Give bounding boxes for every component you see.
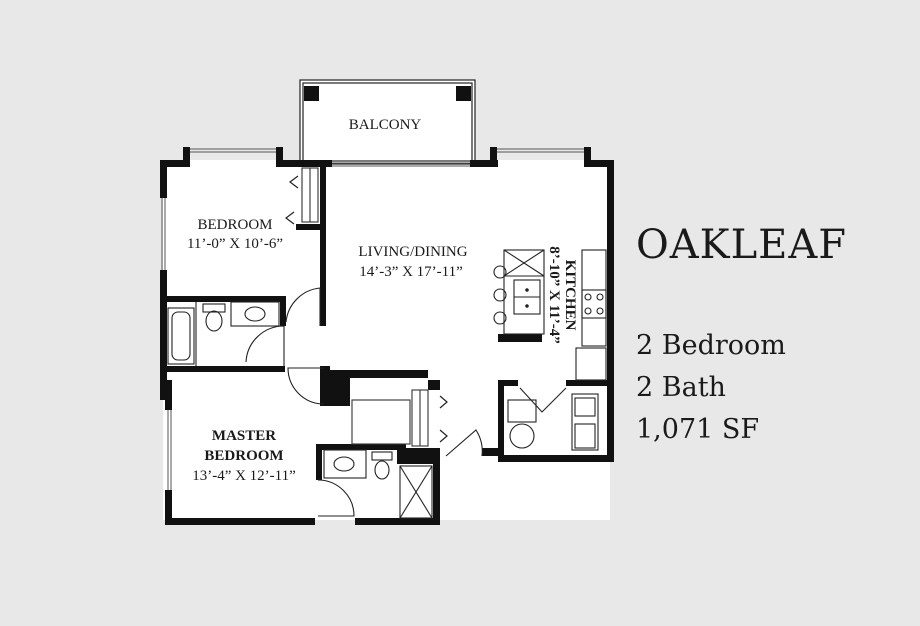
master-bedroom-label-1: MASTER	[212, 428, 276, 444]
windows	[161, 148, 584, 490]
master-bedroom-dimensions: 13’-4” X 12’-11”	[192, 468, 296, 484]
balcony-post-right	[456, 86, 471, 101]
closets	[301, 167, 429, 447]
stool-1	[493, 265, 507, 279]
bath-count: 2 Bath	[636, 372, 726, 403]
fridge	[575, 347, 607, 381]
vanity-1	[230, 301, 280, 327]
stool-2	[493, 288, 507, 302]
doors	[245, 287, 567, 517]
balcony-label: BALCONY	[349, 117, 422, 133]
laundry	[507, 393, 599, 451]
sink-1-icon	[244, 306, 266, 322]
bathtub	[167, 307, 195, 365]
exterior-walls	[160, 147, 614, 525]
closet-bifold-marks	[285, 175, 448, 443]
bath-1-fixtures	[167, 301, 280, 366]
bedroom-label: BEDROOM	[197, 217, 272, 233]
shower	[399, 465, 433, 519]
dryer-drum	[509, 423, 535, 449]
sink-2-icon	[333, 456, 355, 472]
stool-3	[493, 311, 507, 325]
plan-name: OAKLEAF	[636, 222, 847, 268]
toilet-2-tank	[371, 451, 393, 461]
island	[503, 249, 545, 335]
interior-walls	[165, 166, 608, 480]
vanity-2	[323, 449, 367, 479]
kitchen-fixtures	[493, 249, 607, 381]
bedroom-count: 2 Bedroom	[636, 330, 786, 361]
toilet-tank	[202, 303, 226, 313]
water-heater	[571, 393, 599, 451]
living-dining-label: LIVING/DINING	[358, 244, 467, 260]
living-dining-dimensions: 14’-3” X 17’-11”	[359, 264, 463, 280]
bedroom-dimensions: 11’-0” X 10’-6”	[187, 236, 283, 252]
toilet-2-bowl	[374, 460, 390, 480]
square-footage: 1,071 SF	[636, 414, 760, 445]
balcony-post-left	[304, 86, 319, 101]
master-bedroom-label-2: BEDROOM	[204, 448, 283, 464]
washer	[507, 399, 537, 423]
kitchen-dimensions: 8’-10” X 11’-4”	[546, 246, 562, 344]
balcony	[299, 79, 476, 165]
bath-2-fixtures	[323, 449, 433, 519]
toilet-bowl	[205, 310, 223, 332]
range	[581, 289, 607, 319]
kitchen-label: KITCHEN	[562, 260, 578, 331]
